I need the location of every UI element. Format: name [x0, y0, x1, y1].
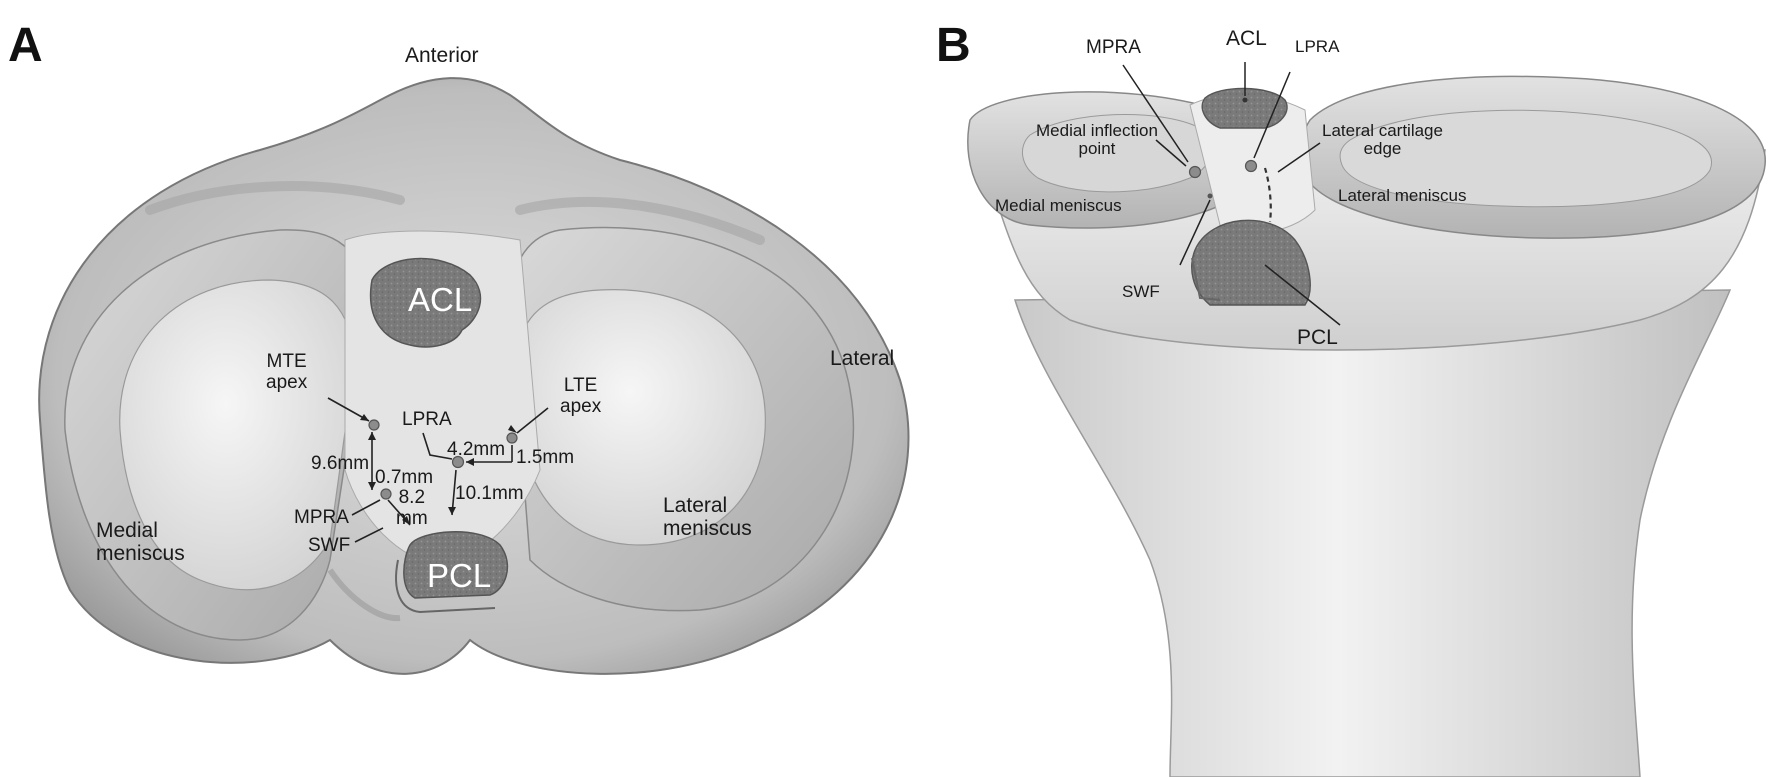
tibial-shaft	[1013, 289, 1732, 777]
panel-b-letter: B	[936, 19, 971, 72]
distance-9-6mm: 9.6mm	[311, 453, 370, 474]
lateral-cartilage-edge-label: Lateral cartilage edge	[1322, 121, 1443, 159]
distance-8-2mm: 8.2 mm	[396, 487, 428, 529]
panel-a-letter: A	[8, 19, 43, 72]
acl-footprint	[369, 257, 482, 348]
lateral-meniscus-label: Lateral meniscus	[663, 494, 752, 540]
panel-a: A Anterior Lateral ACL PCL MTE apex LTE …	[8, 19, 910, 675]
panel-b: B MPRA ACL LPRA Medial inflection point …	[920, 0, 1785, 777]
lpra-label: LPRA	[402, 409, 452, 430]
mte-apex-label: MTE apex	[266, 351, 308, 393]
distance-4-2mm: 4.2mm	[447, 439, 506, 460]
swf-label-b: SWF	[1122, 282, 1160, 301]
medial-inflection-point-label: Medial inflection point	[1036, 121, 1158, 159]
acl-label-b: ACL	[1226, 27, 1267, 50]
distance-0-7mm: 0.7mm	[375, 467, 434, 488]
medial-meniscus-label: Medial meniscus	[96, 519, 185, 565]
medial-inflection-point-dot	[1188, 165, 1202, 179]
lateral-meniscus-label-b: Lateral meniscus	[1338, 186, 1467, 205]
tibia-oblique-illustration	[967, 62, 1766, 777]
lpra-label-b: LPRA	[1295, 37, 1340, 56]
mpra-label-b: MPRA	[1086, 37, 1141, 58]
lateral-label: Lateral	[830, 347, 895, 370]
acl-label: ACL	[408, 281, 473, 318]
mpra-label: MPRA	[294, 507, 349, 528]
acl-footprint-b	[1201, 87, 1288, 129]
distance-10-1mm: 10.1mm	[455, 483, 524, 504]
pcl-stump	[1191, 219, 1311, 306]
pcl-label: PCL	[427, 557, 492, 594]
pcl-footprint	[403, 531, 509, 599]
tibial-plateau-axial-illustration	[38, 77, 910, 675]
distance-1-5mm: 1.5mm	[516, 447, 575, 468]
mte-apex-dot	[368, 419, 380, 431]
swf-label: SWF	[308, 535, 351, 556]
lateral-cartilage-edge-line	[1263, 167, 1272, 223]
anterior-label: Anterior	[405, 44, 479, 67]
medial-meniscus-label-b: Medial meniscus	[995, 196, 1122, 215]
lpra-dot-b	[1244, 159, 1258, 173]
pcl-label-b: PCL	[1297, 326, 1338, 349]
acl-dot-b	[1242, 97, 1248, 103]
mpra-dot	[380, 488, 392, 500]
lte-apex-label: LTE apex	[560, 375, 602, 417]
swf-dot-b	[1207, 193, 1213, 199]
lpra-dot	[451, 455, 465, 469]
lte-apex-dot	[506, 432, 518, 444]
